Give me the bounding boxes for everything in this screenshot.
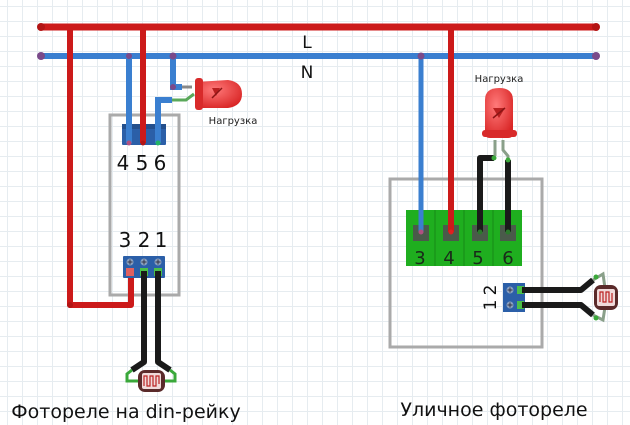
din-load-led — [172, 78, 242, 110]
street-sensor-terminal-block — [503, 283, 525, 312]
street-relay-housing — [388, 177, 544, 349]
street-sensor-wires — [522, 271, 607, 323]
street-load-wire-5 — [477, 155, 494, 232]
din-relay-caption: Фотореле на din-рейку — [11, 401, 240, 423]
din-bottom-terminal-block — [123, 256, 165, 278]
din-terminal-label-5: 5 — [136, 151, 149, 175]
din-phase-feed-wire — [67, 27, 134, 308]
street-terminal-label-4: 4 — [443, 248, 454, 269]
phase-bus — [37, 23, 600, 31]
street-relay-caption: Уличное фотореле — [400, 399, 587, 421]
din-photoresistor — [138, 370, 165, 392]
din-terminal-label-4: 4 — [117, 151, 130, 175]
din-sensor-wires — [125, 271, 177, 383]
street-sensor-label-2: 2 — [481, 285, 501, 296]
neutral-bus-label: N — [301, 63, 314, 83]
din-terminal-label-3: 3 — [119, 228, 132, 252]
din-terminal-label-1: 1 — [155, 228, 168, 252]
street-photoresistor — [594, 285, 618, 310]
neutral-bus — [37, 52, 600, 60]
street-terminal-label-3: 3 — [414, 248, 425, 269]
street-terminal-label-5: 5 — [472, 248, 483, 269]
din-terminal-label-6: 6 — [154, 151, 167, 175]
street-load-led — [482, 88, 517, 163]
phase-bus-label: L — [302, 33, 312, 53]
street-load-label: Нагрузка — [475, 74, 524, 85]
din-terminal-label-2: 2 — [138, 228, 151, 252]
street-terminal-label-6: 6 — [502, 248, 513, 269]
din-load-neutral-wire — [170, 56, 182, 90]
din-top-terminal-block — [122, 124, 166, 146]
din-load-label: Нагрузка — [209, 116, 258, 127]
street-main-terminal-block — [406, 210, 522, 266]
street-sensor-label-1: 1 — [481, 300, 501, 311]
